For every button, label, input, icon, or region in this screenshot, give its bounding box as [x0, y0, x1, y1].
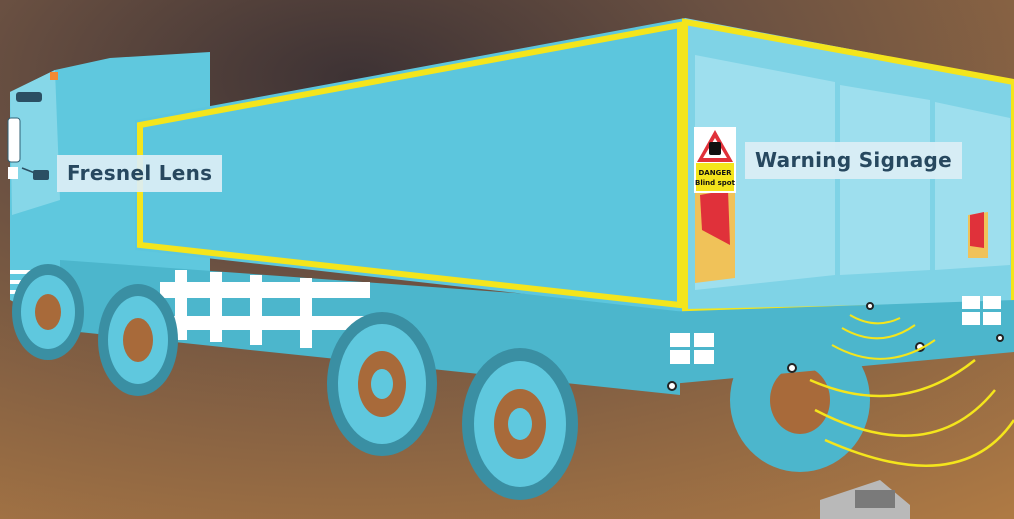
warning-signage-label: Warning Signage [745, 142, 962, 179]
sign-text-danger: DANGER [698, 169, 732, 177]
fresnel-lens-label: Fresnel Lens [57, 155, 222, 192]
sign-text-blind-spot: Blind spot [695, 179, 736, 187]
warning-sign: DANGER Blind spot [694, 127, 736, 193]
